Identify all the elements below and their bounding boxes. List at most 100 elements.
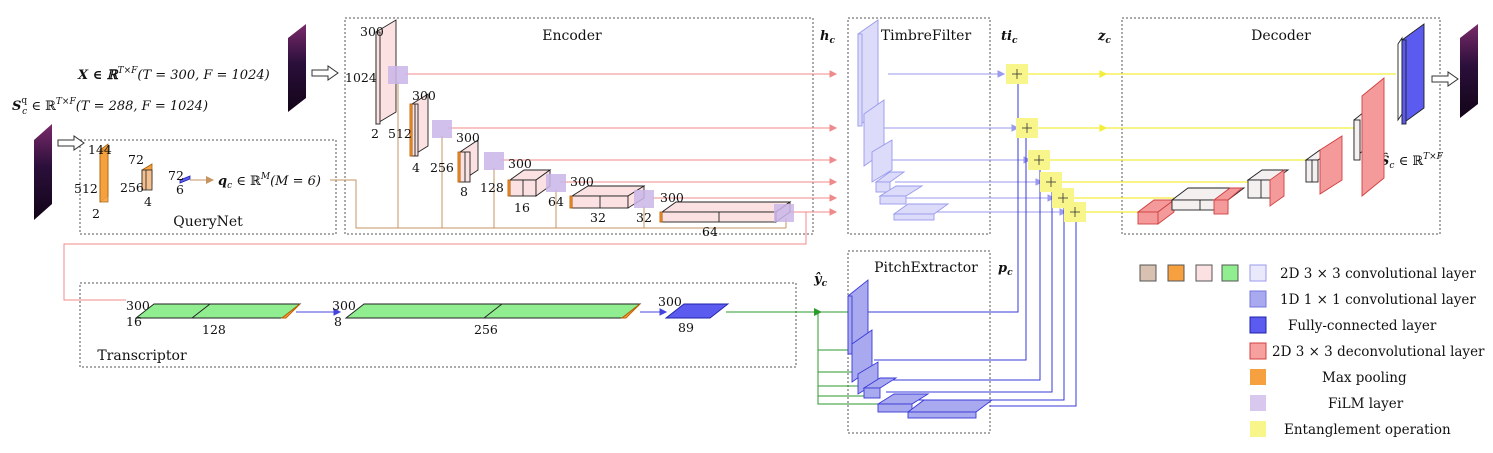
legend-label-conv2d: 2D 3 × 3 convolutional layer	[1280, 266, 1476, 282]
legend-label-conv1d: 1D 1 × 1 convolutional layer	[1280, 292, 1476, 308]
formula-s-rest-b: (T = 288, F = 1024)	[76, 99, 208, 114]
formula-q: qc ∈ ℝM(M = 6)	[218, 172, 321, 191]
symbol-h-main: h	[820, 29, 829, 44]
pitch-extractor-title: PitchExtractor	[874, 260, 978, 276]
legend-conv-swatch-1	[1140, 265, 1156, 281]
legend: 2D 3 × 3 convolutional layer 1D 1 × 1 co…	[1140, 265, 1485, 438]
enc-b5-64: 64	[548, 194, 564, 209]
formula-x: X ∈ ℝT×F(T = 300, F = 1024)	[77, 66, 270, 83]
legend-swatch-conv2d	[1250, 265, 1266, 281]
decoder-title: Decoder	[1251, 28, 1311, 44]
formula-s-out: Ŝc ∈ ℝT×F	[1380, 152, 1444, 171]
legend-conv-swatch-3	[1196, 265, 1212, 281]
enc-b3-8: 8	[460, 184, 468, 199]
transcriptor-title: Transcriptor	[97, 348, 187, 364]
symbol-p-sub: c	[1007, 268, 1013, 278]
t-dim-8: 8	[334, 314, 342, 329]
timbre-filter-title: TimbreFilter	[881, 28, 972, 44]
legend-label-film: FiLM layer	[1328, 396, 1404, 412]
querynet-title: QueryNet	[173, 214, 243, 230]
symbol-p: pc	[998, 261, 1013, 278]
legend-swatch-conv1d	[1250, 291, 1266, 307]
t-dim-89: 89	[678, 320, 694, 335]
q-dim-512: 512	[74, 181, 98, 196]
symbol-ti: tic	[1001, 29, 1018, 46]
enc-b2-4: 4	[412, 160, 420, 175]
t-dim-300b: 300	[332, 298, 356, 313]
spectrogram-output	[1460, 24, 1478, 118]
legend-swatch-maxpool	[1250, 369, 1266, 385]
enc-dim-2: 2	[371, 126, 379, 141]
formula-s-rest-a: ∈ ℝ	[27, 99, 57, 114]
formula-s-rest-sup: T×F	[56, 97, 77, 107]
t-dim-300c: 300	[658, 294, 682, 309]
enc-b3-300: 300	[456, 130, 480, 145]
pitch-extractor-layers	[848, 280, 992, 418]
legend-label-entangle: Entanglement operation	[1284, 422, 1451, 438]
t-dim-300a: 300	[126, 298, 150, 313]
q-dim-72: 72	[128, 152, 144, 167]
t-dim-16: 16	[126, 314, 142, 329]
q-dim-6: 6	[176, 182, 184, 197]
enc-b6-64: 64	[702, 224, 718, 239]
spectrogram-input-x	[288, 24, 306, 112]
symbol-h-sub: c	[829, 36, 835, 46]
output-arrow	[1432, 72, 1458, 86]
formula-s-out-sup: T×F	[1423, 152, 1444, 162]
enc-b5-32: 32	[590, 210, 606, 225]
legend-swatch-film	[1250, 395, 1266, 411]
symbol-z-sub: c	[1105, 36, 1111, 46]
q-dim-2: 2	[92, 206, 100, 221]
formula-q-main: q	[218, 174, 227, 189]
formula-x-sup: T×F	[118, 66, 139, 76]
legend-swatch-deconv	[1250, 343, 1266, 359]
spectrogram-input-s	[34, 124, 52, 220]
timbre-filter-layers	[858, 20, 948, 220]
t-dim-256: 256	[474, 322, 498, 337]
formula-q-rest: ∈ ℝ	[232, 174, 262, 189]
legend-label-fc: Fully-connected layer	[1288, 318, 1437, 334]
input-arrow-x	[312, 66, 338, 80]
legend-label-maxpool: Max pooling	[1322, 370, 1407, 386]
legend-label-deconv: 2D 3 × 3 deconvolutional layer	[1272, 344, 1485, 360]
enc-b6-32: 32	[636, 210, 652, 225]
q-arrow-head	[206, 176, 214, 184]
legend-swatch-entangle	[1250, 421, 1266, 437]
formula-q-tail: (M = 6)	[270, 174, 321, 189]
enc-dim-1024: 1024	[345, 70, 377, 85]
legend-swatch-fc	[1250, 317, 1266, 333]
symbol-y-sub: c	[822, 279, 828, 289]
enc-b2-512: 512	[388, 126, 412, 141]
decoder-layers	[1138, 24, 1424, 224]
q-dim-72b: 72	[168, 168, 184, 183]
t-dim-128: 128	[202, 322, 226, 337]
formula-s: Sqc ∈ ℝT×F(T = 288, F = 1024)	[12, 96, 208, 117]
enc-b6-300: 300	[660, 190, 684, 205]
enc-dim-300: 300	[360, 24, 384, 39]
enc-b2-300: 300	[412, 88, 436, 103]
transcriptor-layers	[136, 304, 728, 318]
enc-b5-300: 300	[570, 174, 594, 189]
symbol-y: ŷc	[813, 272, 828, 289]
q-dim-144: 144	[88, 142, 112, 157]
enc-b3-256: 256	[430, 160, 454, 175]
symbol-z: zc	[1097, 29, 1111, 46]
pitch-wires-blue	[868, 76, 1076, 406]
enc-b4-16: 16	[514, 200, 530, 215]
symbol-ti-main: ti	[1001, 29, 1012, 44]
symbol-ti-sub: c	[1012, 36, 1018, 46]
symbol-p-main: p	[998, 261, 1007, 276]
legend-conv-swatch-2	[1168, 265, 1184, 281]
q-dim-256: 256	[120, 180, 144, 195]
encoder-title: Encoder	[542, 28, 602, 44]
formula-s-out-rest: ∈ ℝ	[1394, 154, 1424, 169]
formula-x-rest: (T = 300, F = 1024)	[137, 68, 269, 83]
enc-b4-300: 300	[508, 156, 532, 171]
formula-s-main: S	[12, 99, 21, 114]
enc-b4-128: 128	[480, 180, 504, 195]
q-dim-4: 4	[144, 194, 152, 209]
legend-conv-swatch-4	[1222, 265, 1238, 281]
symbol-h: hc	[820, 29, 835, 46]
formula-x-main: X ∈ ℝ	[77, 68, 119, 83]
